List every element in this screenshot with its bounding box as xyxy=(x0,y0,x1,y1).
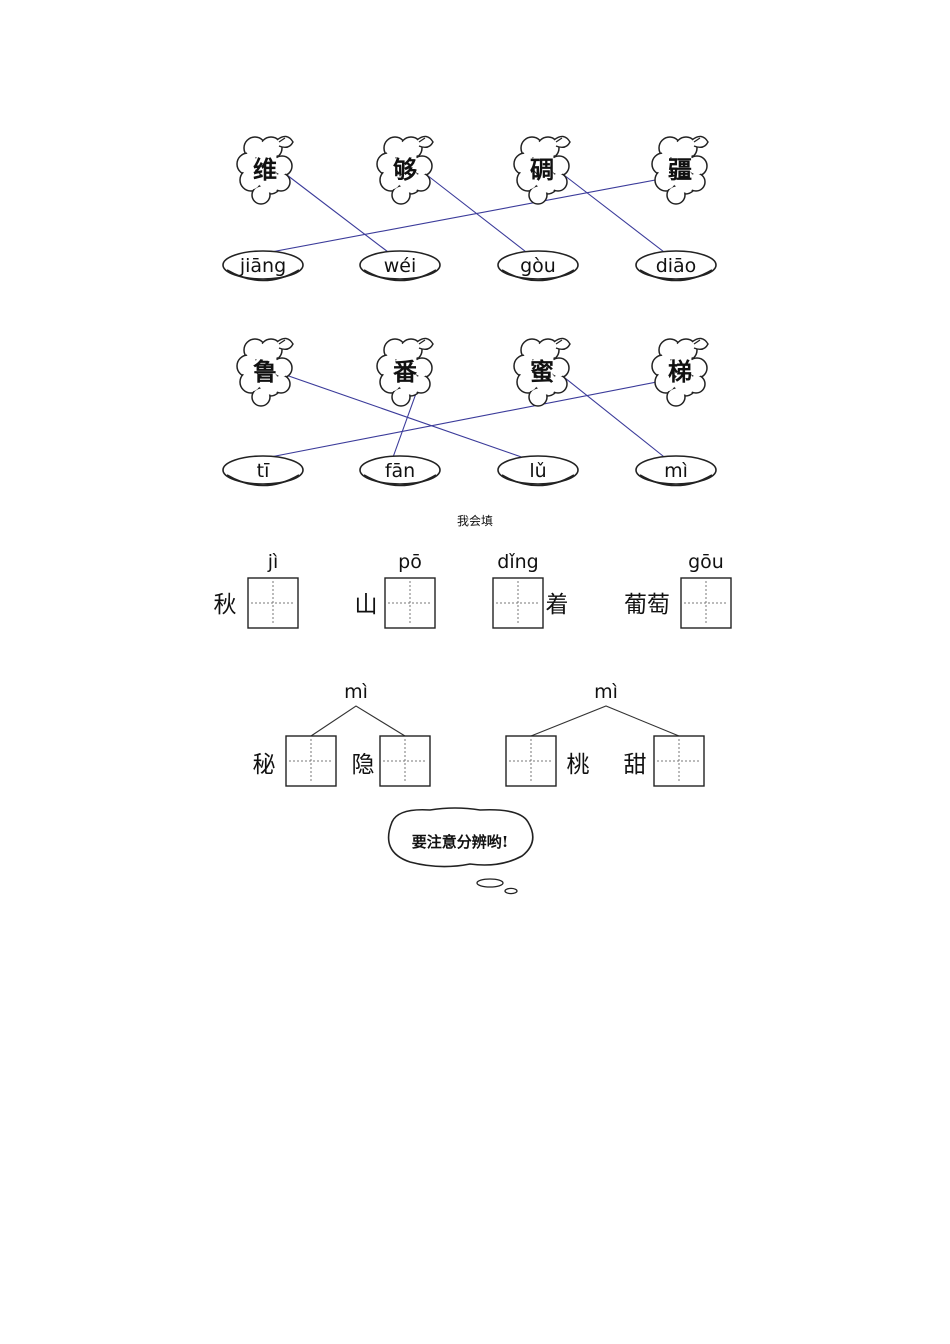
grape-icon xyxy=(236,135,294,205)
pinyin-label: mì xyxy=(344,681,368,703)
word-character: 甜 xyxy=(624,752,647,778)
plate-pinyin: lǔ xyxy=(529,460,546,482)
match-row1: 维 够 碉 疆 jiāng wéi gòu diāo xyxy=(222,135,717,282)
plate-pinyin: fān xyxy=(385,460,415,482)
grape-character: 疆 xyxy=(668,155,692,184)
grape-icon xyxy=(513,337,571,407)
match-line xyxy=(559,373,669,461)
matching-exercise: 维 够 碉 疆 jiāng wéi gòu diāo 鲁 番 蜜 梯 tī fān lǔ mì xyxy=(222,135,717,487)
grape-icon xyxy=(376,135,434,205)
pinyin-label: pō xyxy=(398,551,422,573)
word-prefix: 秋 xyxy=(214,592,237,618)
grape-icon xyxy=(651,337,709,407)
match-line xyxy=(254,373,699,461)
plate-pinyin: jiāng xyxy=(239,255,286,277)
fill-row-2: mì 秘 隐 mì 桃 甜 xyxy=(253,681,705,787)
writing-grid[interactable] xyxy=(384,577,436,629)
word-character: 桃 xyxy=(567,752,590,778)
plate-icon xyxy=(222,250,304,282)
plate-icon xyxy=(222,455,304,487)
plate-icon xyxy=(497,455,579,487)
plate-pinyin: wéi xyxy=(384,255,417,277)
grape-character: 维 xyxy=(253,155,277,184)
plate-pinyin: gòu xyxy=(520,255,556,277)
writing-grid[interactable] xyxy=(285,735,337,787)
grape-character: 鲁 xyxy=(253,357,277,386)
match-line xyxy=(254,171,699,256)
grape-character: 梯 xyxy=(668,357,692,386)
writing-grid[interactable] xyxy=(505,735,557,787)
pinyin-label: dǐng xyxy=(497,551,538,573)
grape-icon xyxy=(513,135,571,205)
plate-pinyin: tī xyxy=(257,460,270,482)
writing-grid[interactable] xyxy=(492,577,544,629)
plate-icon xyxy=(359,250,441,282)
pinyin-label: gōu xyxy=(688,551,724,573)
writing-grid[interactable] xyxy=(247,577,299,629)
word-character: 秘 xyxy=(253,752,276,778)
match-line xyxy=(282,373,531,461)
match-line xyxy=(282,171,393,256)
grape-character: 蜜 xyxy=(530,357,554,386)
plate-icon xyxy=(635,455,717,487)
bubble-text: 要注意分辨哟! xyxy=(412,833,509,851)
speech-bubble: 要注意分辨哟! xyxy=(387,807,534,895)
grape-icon xyxy=(236,337,294,407)
word-prefix: 葡萄 xyxy=(624,592,670,618)
match-row2: 鲁 番 蜜 梯 tī fān lǔ mì xyxy=(222,337,717,487)
plate-pinyin: diāo xyxy=(656,255,697,277)
fill-row-1: jì 秋 pō 山 dǐng 着 gōu 葡萄 xyxy=(214,551,732,629)
section-title: 我会填 xyxy=(456,514,493,528)
match-line xyxy=(559,171,669,256)
grape-character: 碉 xyxy=(530,155,554,184)
writing-grid[interactable] xyxy=(680,577,732,629)
plate-pinyin: mì xyxy=(664,460,688,482)
pinyin-label: jì xyxy=(267,551,279,573)
grape-character: 够 xyxy=(393,155,417,184)
writing-grid[interactable] xyxy=(379,735,431,787)
grape-icon xyxy=(376,337,434,407)
plate-icon xyxy=(497,250,579,282)
plate-icon xyxy=(635,250,717,282)
pinyin-label: mì xyxy=(594,681,618,703)
word-character: 隐 xyxy=(352,752,375,778)
grape-character: 番 xyxy=(392,357,418,386)
branch-lines xyxy=(310,705,406,737)
plate-icon xyxy=(359,455,441,487)
word-suffix: 着 xyxy=(546,592,569,618)
grape-icon xyxy=(651,135,709,205)
word-prefix: 山 xyxy=(355,592,378,618)
branch-lines xyxy=(530,705,680,737)
writing-grid[interactable] xyxy=(653,735,705,787)
